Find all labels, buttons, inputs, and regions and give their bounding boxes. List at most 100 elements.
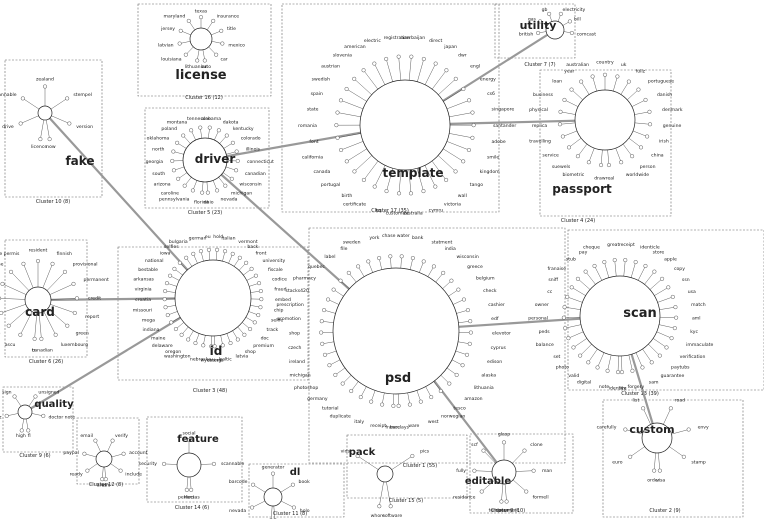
term-label: kingdom — [480, 169, 500, 175]
term-spoke — [104, 466, 106, 480]
term-label: british — [519, 31, 534, 37]
term-node — [399, 254, 404, 259]
term-node — [72, 310, 77, 315]
term-node — [195, 58, 200, 63]
term-label: licence — [31, 144, 47, 150]
term-label: peds — [539, 329, 551, 335]
term-node — [557, 122, 562, 127]
term-node — [65, 96, 70, 101]
term-label: portuguese — [648, 79, 674, 85]
term-label: ware — [408, 423, 419, 429]
term-spoke — [571, 287, 586, 296]
term-spoke — [280, 484, 294, 493]
term-label: amazon — [464, 397, 482, 402]
term-node — [103, 477, 108, 482]
term-label: caroline — [161, 191, 179, 197]
hub-label: psd — [385, 371, 411, 386]
term-spoke — [386, 481, 391, 507]
term-spoke — [501, 483, 504, 502]
term-node — [410, 256, 415, 261]
term-spoke — [251, 500, 266, 508]
term-node — [237, 255, 242, 260]
term-label: holo — [300, 508, 310, 514]
term-spoke — [648, 344, 660, 356]
term-node — [630, 368, 635, 373]
term-node — [569, 30, 574, 36]
term-label: illinois — [246, 147, 261, 153]
term-label: real — [606, 175, 615, 181]
term-label: tr — [32, 347, 36, 353]
term-spoke — [8, 308, 29, 326]
term-label: verification — [680, 354, 706, 360]
term-label: delaware — [152, 343, 173, 349]
term-spoke — [417, 58, 425, 82]
term-node — [338, 278, 343, 283]
term-spoke — [659, 324, 675, 329]
term-label: german — [189, 236, 207, 242]
hub-label: scan — [623, 306, 656, 321]
term-label: vids — [341, 449, 351, 455]
term-spoke — [340, 100, 364, 110]
term-spoke — [107, 440, 113, 452]
term-spoke — [50, 298, 77, 300]
term-node — [453, 169, 458, 174]
term-node — [630, 154, 635, 159]
term-label: person — [640, 164, 656, 170]
hub-label: card — [25, 305, 55, 319]
term-spoke — [580, 81, 590, 95]
term-label: pay — [579, 250, 588, 255]
term-label: unsigned — [38, 390, 59, 396]
term-label: immaculate — [686, 342, 713, 348]
term-node — [181, 133, 186, 138]
term-label: slovenia — [333, 52, 352, 58]
term-node — [168, 273, 173, 278]
term-node — [468, 330, 473, 335]
term-node — [224, 133, 229, 138]
term-node — [421, 259, 426, 264]
term-label: oklahoma — [147, 136, 170, 142]
cluster-caption: Cluster 5 (23) — [188, 210, 222, 216]
term-node — [586, 360, 591, 365]
term-spoke — [615, 147, 622, 163]
term-node — [256, 313, 261, 318]
term-label: state — [307, 107, 319, 113]
term-label: prescription — [276, 302, 303, 308]
term-node — [681, 454, 686, 459]
term-label: usa — [688, 290, 696, 295]
term-label: maine — [151, 335, 165, 341]
term-node — [176, 176, 181, 181]
term-node — [471, 123, 476, 128]
cluster-c3: wyomingnebraskawashingtonoregondelawarem… — [133, 234, 291, 364]
term-spoke — [10, 271, 30, 291]
term-node — [464, 352, 470, 357]
term-spoke — [515, 470, 534, 472]
term-node — [664, 345, 669, 350]
term-node — [33, 394, 38, 399]
term-node — [579, 79, 584, 84]
term-node — [499, 499, 504, 504]
term-node — [467, 341, 472, 346]
term-label: australian — [566, 62, 589, 68]
term-label: font — [309, 139, 318, 145]
term-label: missouri — [133, 307, 152, 313]
term-node — [461, 86, 466, 91]
term-spoke — [95, 440, 101, 452]
term-node — [421, 189, 426, 194]
term-spoke — [346, 148, 367, 162]
term-node — [657, 468, 662, 473]
term-node — [421, 56, 426, 62]
term-label: sam — [649, 381, 659, 386]
term-label: texas — [195, 9, 208, 15]
term-label: sign — [2, 390, 12, 396]
term-spoke — [656, 331, 672, 339]
term-spoke — [613, 76, 618, 92]
term-spoke — [512, 479, 527, 492]
term-node — [257, 281, 262, 286]
term-label: oregon — [165, 349, 181, 355]
term-label: portugal — [321, 182, 340, 188]
term-label: resident — [29, 248, 48, 254]
term-spoke — [621, 355, 623, 373]
term-node — [220, 343, 225, 348]
term-label: selfie — [271, 317, 283, 323]
